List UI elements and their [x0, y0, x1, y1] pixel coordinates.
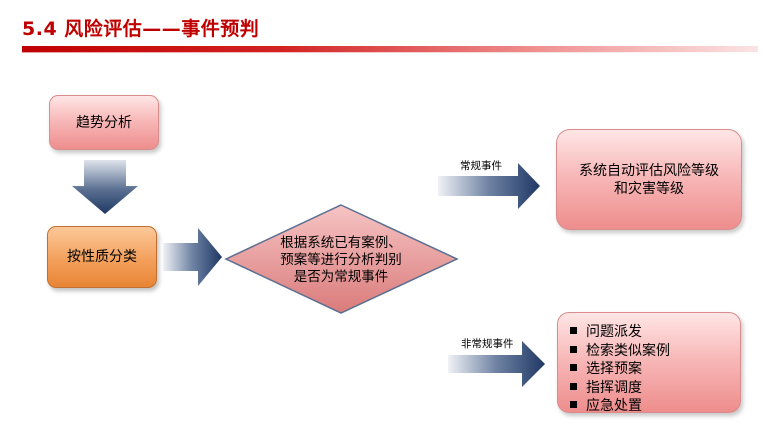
response-actions-box: 问题派发 检索类似案例 选择预案 指挥调度 应急处置 [557, 312, 741, 416]
arrow-non-routine [448, 341, 545, 387]
decision-diamond [224, 204, 459, 314]
auto-assessment-line: 系统自动评估风险等级 [579, 162, 719, 179]
decision-text: 根据系统已有案例、 预案等进行分析判别 是否为常规事件 [256, 235, 426, 286]
arrow-classify-to-judge [163, 228, 222, 286]
decision-line: 是否为常规事件 [293, 269, 389, 285]
bullet-square-icon [570, 364, 577, 371]
bullet-square-icon [570, 327, 577, 334]
action-item: 指挥调度 [570, 379, 740, 398]
auto-assessment-box: 系统自动评估风险等级 和灾害等级 [556, 129, 742, 230]
bullet-square-icon [570, 345, 577, 353]
action-label: 应急处置 [586, 398, 642, 414]
action-label: 检索类似案例 [586, 342, 670, 359]
trend-analysis-box: 趋势分析 [49, 95, 159, 150]
non-routine-event-label: 非常规事件 [461, 338, 514, 350]
auto-assessment-line: 和灾害等级 [614, 180, 684, 197]
arrow-trend-to-classify [72, 160, 138, 214]
decision-line: 预案等进行分析判别 [280, 252, 402, 268]
routine-event-label: 常规事件 [460, 160, 502, 172]
title-underline [22, 46, 758, 53]
page-title: 5.4 风险评估——事件预判 [22, 18, 260, 40]
action-label: 选择预案 [586, 361, 642, 377]
action-item: 问题派发 [570, 323, 740, 342]
bullet-square-icon [570, 382, 577, 390]
action-label: 指挥调度 [586, 379, 642, 396]
bullet-square-icon [570, 401, 577, 408]
action-item: 检索类似案例 [570, 342, 740, 361]
action-item: 应急处置 [570, 397, 740, 416]
action-item: 选择预案 [570, 360, 740, 379]
action-label: 问题派发 [586, 324, 642, 340]
decision-line: 根据系统已有案例、 [280, 235, 402, 251]
arrow-routine [438, 163, 540, 209]
classify-by-nature-box: 按性质分类 [47, 226, 157, 288]
